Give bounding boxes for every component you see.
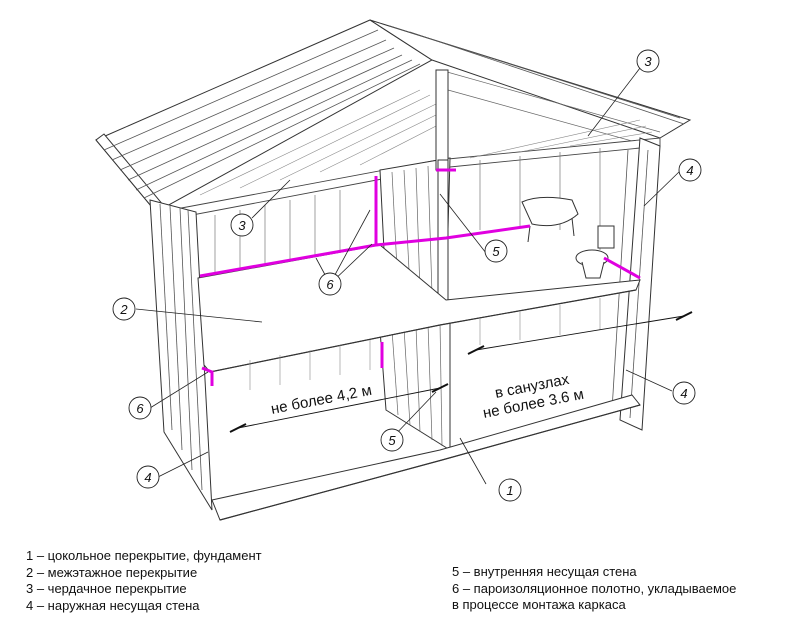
callout-4a-number: 4	[686, 163, 693, 178]
ground-floor	[211, 394, 641, 521]
bathtub-icon	[521, 196, 579, 243]
callout-4-left: 4	[136, 465, 160, 489]
roof-boards	[103, 25, 685, 199]
callout-6b-number: 6	[136, 401, 144, 416]
interior-wall	[379, 69, 451, 451]
legend-item-1: 1 – цокольное перекрытие, фундамент	[26, 548, 262, 563]
callout-3-attic: 3	[230, 213, 254, 237]
callout-4-right-upper: 4	[678, 158, 702, 182]
callout-5b-number: 5	[388, 433, 396, 448]
intermediate-floor	[197, 244, 641, 390]
outer-walls	[149, 137, 661, 511]
legend-item-4: 4 – наружная несущая стена	[26, 597, 200, 613]
callout-6-upper: 6	[318, 272, 342, 296]
leader-lines	[135, 67, 681, 485]
callout-6-left: 6	[128, 396, 152, 420]
callout-3b-number: 3	[644, 54, 652, 69]
dimension-lines	[229, 311, 693, 433]
legend-item-2: 2 – межэтажное перекрытие	[26, 564, 198, 580]
callout-5-lower: 5	[380, 428, 404, 452]
main-span-label: не более 4,2 м	[270, 382, 374, 418]
callout-4b-number: 4	[680, 386, 687, 401]
roof	[95, 19, 692, 213]
callout-3a-number: 3	[238, 218, 246, 233]
callout-4-right-lower: 4	[672, 381, 696, 405]
toilet-icon	[575, 225, 615, 279]
callout-3-attic-right: 3	[636, 49, 660, 73]
callout-2: 2	[112, 297, 136, 321]
callout-2-number: 2	[119, 302, 128, 317]
legend-left: 1 – цокольное перекрытие, фундамент 2 – …	[26, 548, 262, 614]
roof-rafters-under	[439, 69, 661, 147]
legend-right: 5 – внутренняя несущая стена 6 – пароизо…	[452, 564, 736, 614]
legend-item-5: 5 – внутренняя несущая стена	[452, 564, 637, 579]
callout-5-upper: 5	[484, 239, 508, 263]
vapor-barrier	[199, 168, 641, 386]
legend-item-3: 3 – чердачное перекрытие	[26, 581, 187, 596]
callout-4c-number: 4	[144, 470, 151, 485]
house-frame-diagram: не более 4,2 м в санузлах не более 3.6 м…	[95, 19, 702, 521]
callout-1: 1	[498, 478, 522, 502]
legend-item-6-continued: в процессе монтажа каркаса	[452, 597, 626, 612]
callout-5a-number: 5	[492, 244, 500, 259]
legend-item-6: 6 – пароизоляционное полотно, укладываем…	[452, 580, 737, 596]
callout-1-number: 1	[506, 483, 513, 498]
callout-6a-number: 6	[326, 277, 334, 292]
